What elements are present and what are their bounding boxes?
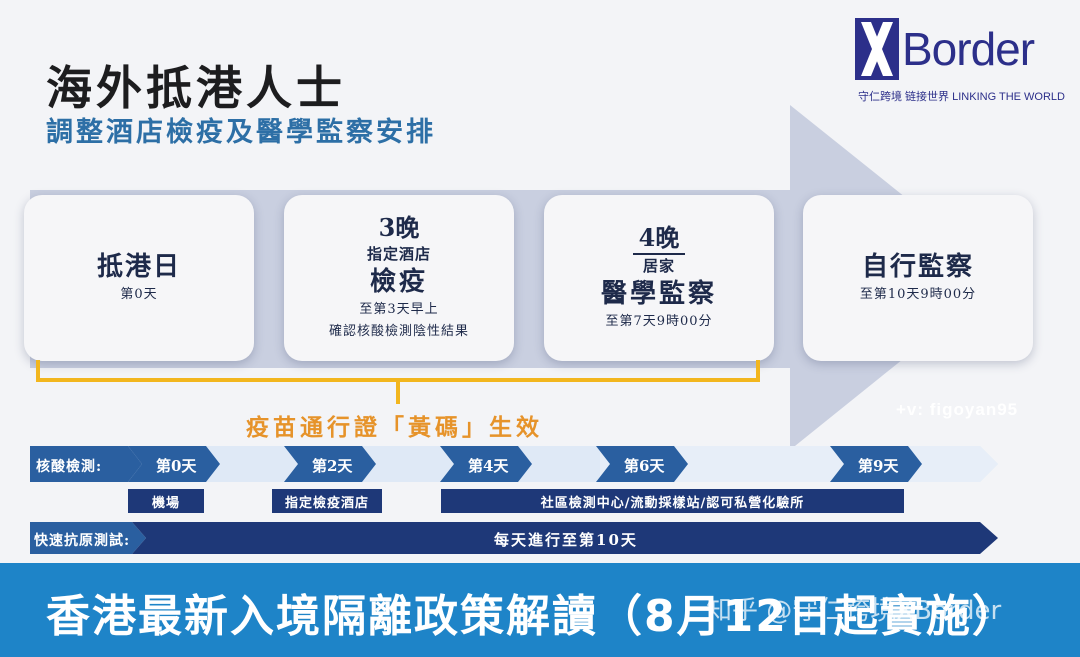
place-airport: 機場 xyxy=(128,489,204,513)
xborder-logo-icon xyxy=(855,18,899,80)
pcr-day-4: 第4天 xyxy=(468,457,509,475)
day-chevron-0 xyxy=(128,446,220,482)
background-arrow xyxy=(30,105,1005,450)
stage-detail-2: 確認核酸檢測陰性結果 xyxy=(328,324,469,339)
stage-detail-1: 至第3天早上 xyxy=(359,302,439,317)
day-chevron-4 xyxy=(440,446,532,482)
pcr-day-6: 第6天 xyxy=(624,457,665,475)
vaccine-pass-label: 疫苗通行證「黃碼」生效 xyxy=(246,414,543,441)
stage-self-monitoring: 自行監察 至第10天9時00分 xyxy=(803,195,1033,361)
zhihu-watermark: 知乎 @守仁跨境XBorder xyxy=(706,596,1002,626)
page-title: 海外抵港人士 xyxy=(46,61,346,115)
stage-title: 抵港日 xyxy=(96,252,181,282)
test-timeline xyxy=(30,446,998,554)
stage-arrival-day: 抵港日 第0天 xyxy=(24,195,254,361)
stage-home-monitoring: 4晚 居家 醫學監察 至第7天9時00分 xyxy=(544,195,774,361)
stage-title: 自行監察 xyxy=(861,252,974,282)
page-subtitle: 調整酒店檢疫及醫學監察安排 xyxy=(46,117,436,148)
banner-headline: 香港最新入境隔離政策解讀（8月12日起實施） xyxy=(46,591,1018,642)
bottom-banner xyxy=(0,563,1080,657)
logo-wordmark: Border xyxy=(902,23,1035,75)
stage-nights: 4晚 xyxy=(632,223,686,255)
stage-nights: 3晚 xyxy=(378,213,420,242)
pcr-test-label: 核酸檢測: xyxy=(36,459,103,475)
stage-title: 醫學監察 xyxy=(600,279,717,309)
place-quarantine-hotel: 指定檢疫酒店 xyxy=(272,489,382,513)
day-chevron-2 xyxy=(284,446,376,482)
stage-detail: 至第7天9時00分 xyxy=(605,314,713,329)
pcr-day-9: 第9天 xyxy=(858,457,899,475)
pcr-label-tab xyxy=(30,446,142,482)
stage-place: 指定酒店 xyxy=(366,245,431,263)
rat-bar xyxy=(132,522,998,554)
stage-place: 居家 xyxy=(642,257,675,275)
rat-test-label: 快速抗原測試: xyxy=(34,533,131,549)
rat-label-tab xyxy=(30,522,146,554)
day-chevron-9 xyxy=(830,446,922,482)
place-community-testing: 社區檢測中心/流動採樣站/認可私營化驗所 xyxy=(441,489,904,513)
stage-hotel-quarantine: 3晚 指定酒店 檢疫 至第3天早上 確認核酸檢測陰性結果 xyxy=(284,195,514,361)
pcr-day-2: 第2天 xyxy=(312,457,353,475)
wechat-contact: +v: figoyan95 xyxy=(896,400,1019,419)
stage-detail: 第0天 xyxy=(120,287,158,302)
rat-test-text: 每天進行至第10天 xyxy=(494,531,638,549)
stage-detail: 至第10天9時00分 xyxy=(859,287,977,302)
stage-title: 檢疫 xyxy=(369,267,428,297)
pcr-day-0: 第0天 xyxy=(156,457,197,475)
vaccine-pass-bracket xyxy=(36,360,760,404)
logo-tagline: 守仁跨境 链接世界 LINKING THE WORLD xyxy=(858,91,1065,103)
day-chevron-6 xyxy=(596,446,688,482)
